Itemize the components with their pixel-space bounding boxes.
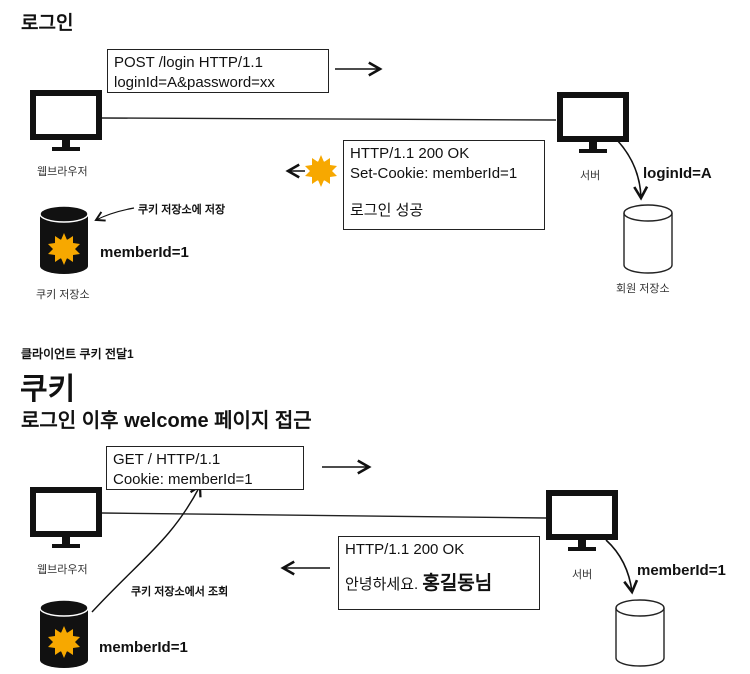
request-box: POST /login HTTP/1.1 loginId=A&password=… [107,49,329,93]
connection-line [101,512,547,519]
response-body: 안녕하세요. 홍길동님 [345,574,533,595]
cookie-value: memberId=1 [100,244,189,261]
request-body: loginId=A&password=xx [114,74,275,91]
arrow-curve [605,539,639,595]
database-icon [39,599,89,668]
database-icon [615,599,665,667]
connection-line [101,117,557,121]
cookie-store-action: 쿠키 저장소에 저장 [138,204,226,216]
member-store-label: 회원 저장소 [616,283,670,295]
monitor-icon [557,92,629,153]
response-header: Set-Cookie: memberId=1 [350,165,518,182]
page-title: 쿠키 [20,373,76,406]
arrow-curve [616,139,649,201]
browser-label: 웹브라우저 [37,166,88,178]
section-subtitle: 로그인 이후 welcome 페이지 접근 [21,410,312,432]
server-label: 서버 [572,569,593,581]
response-box: HTTP/1.1 200 OK 안녕하세요. 홍길동님 [338,536,540,610]
cookie-store-label: 쿠키 저장소 [36,289,90,301]
response-status: HTTP/1.1 200 OK [345,541,465,558]
database-icon [39,205,89,274]
database-icon [623,204,673,274]
monitor-icon [546,490,618,551]
section-title: 로그인 [21,13,74,34]
browser-label: 웹브라우저 [37,564,88,576]
request-line: GET / HTTP/1.1 [113,451,221,468]
request-box: GET / HTTP/1.1 Cookie: memberId=1 [106,446,304,490]
cookie-value: memberId=1 [99,639,188,656]
request-line: POST /login HTTP/1.1 [114,54,263,71]
request-cookie: Cookie: memberId=1 [113,471,253,488]
arrow-curve [94,207,135,222]
response-box: HTTP/1.1 200 OK Set-Cookie: memberId=1 로… [343,140,545,230]
server-label: 서버 [580,170,601,182]
cookie-icon [305,155,337,187]
section-subtitle-small: 클라이언트 쿠키 전달1 [21,347,134,361]
response-body: 로그인 성공 [350,202,424,219]
arrow-curve [91,483,202,613]
server-value: loginId=A [643,165,712,182]
cookie-store-action: 쿠키 저장소에서 조회 [131,586,229,598]
monitor-icon [30,487,102,548]
server-value: memberId=1 [637,562,726,579]
monitor-icon [30,90,102,151]
greeting-text: 안녕하세요. [345,576,423,593]
user-name: 홍길동님 [422,573,493,594]
response-status: HTTP/1.1 200 OK [350,145,470,162]
